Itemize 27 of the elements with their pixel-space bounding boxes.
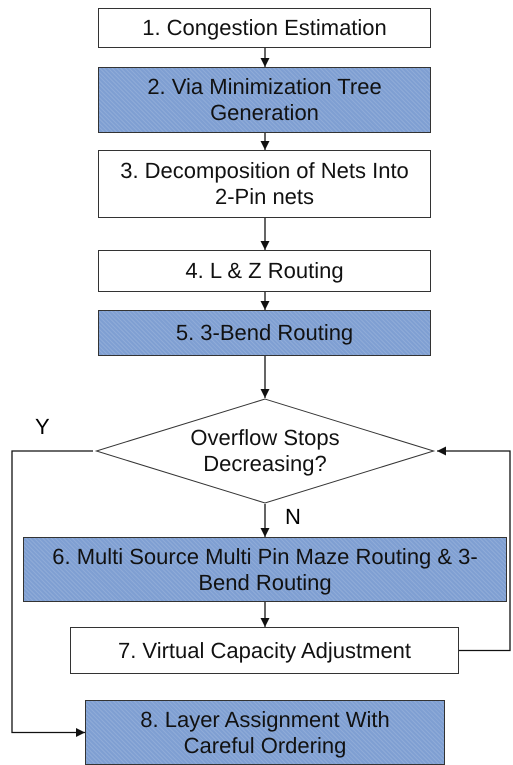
arrow — [11, 450, 93, 737]
step-text: 3. Decomposition of Nets Into 2-Pin nets — [120, 158, 410, 210]
step-text: 6. Multi Source Multi Pin Maze Routing & 3-Bend Routing — [51, 544, 479, 596]
arrow — [260, 356, 270, 398]
process-box — [23, 537, 507, 602]
process-box — [70, 627, 459, 674]
process-box — [98, 150, 431, 218]
decision-diamond — [93, 398, 437, 504]
arrow — [260, 602, 270, 627]
process-box — [85, 700, 445, 765]
arrow — [260, 48, 270, 67]
step-text: 1. Congestion Estimation — [142, 15, 387, 41]
arrow — [260, 133, 270, 150]
arrow — [437, 446, 511, 652]
step-text: 4. L & Z Routing — [185, 258, 344, 284]
process-box — [98, 310, 431, 356]
step-text: Overflow Stops Decreasing? — [189, 425, 341, 477]
arrow — [260, 504, 270, 537]
process-box — [98, 8, 431, 48]
arrow — [260, 218, 270, 250]
step-text: 7. Virtual Capacity Adjustment — [118, 638, 412, 664]
process-box — [98, 67, 431, 133]
step-text: 8. Layer Assignment With Careful Ordering — [139, 706, 391, 758]
arrow — [260, 292, 270, 310]
process-box — [98, 250, 431, 292]
step-text: 5. 3-Bend Routing — [176, 320, 354, 346]
step-text: 2. Via Minimization Tree Generation — [146, 74, 383, 126]
